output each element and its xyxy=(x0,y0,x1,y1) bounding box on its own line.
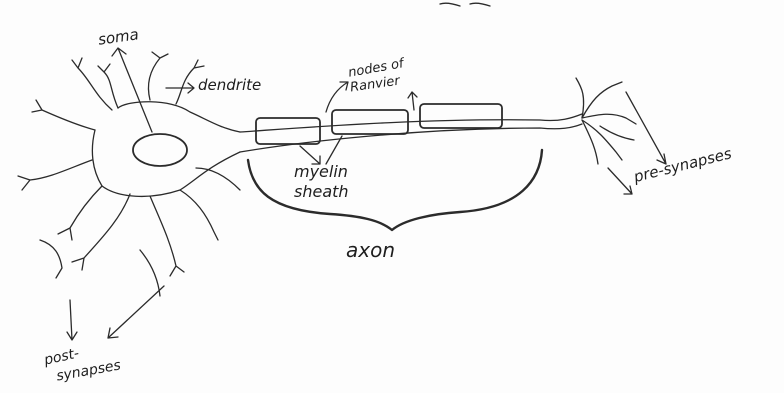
myelin-segment-3 xyxy=(420,104,502,128)
myelin-sheath-label-line1: myelin xyxy=(294,164,348,180)
axon-label: axon xyxy=(346,240,395,260)
axon-terminals xyxy=(576,78,636,164)
myelin-sheath-segments xyxy=(256,104,502,144)
myelin-segment-1 xyxy=(256,118,320,144)
soma-nucleus xyxy=(133,134,187,166)
myelin-sheath-label-line2: sheath xyxy=(294,184,349,200)
axon xyxy=(240,114,582,152)
axon-brace xyxy=(248,150,542,230)
top-scribble xyxy=(440,3,490,6)
dendrite-label: dendrite xyxy=(198,78,261,93)
